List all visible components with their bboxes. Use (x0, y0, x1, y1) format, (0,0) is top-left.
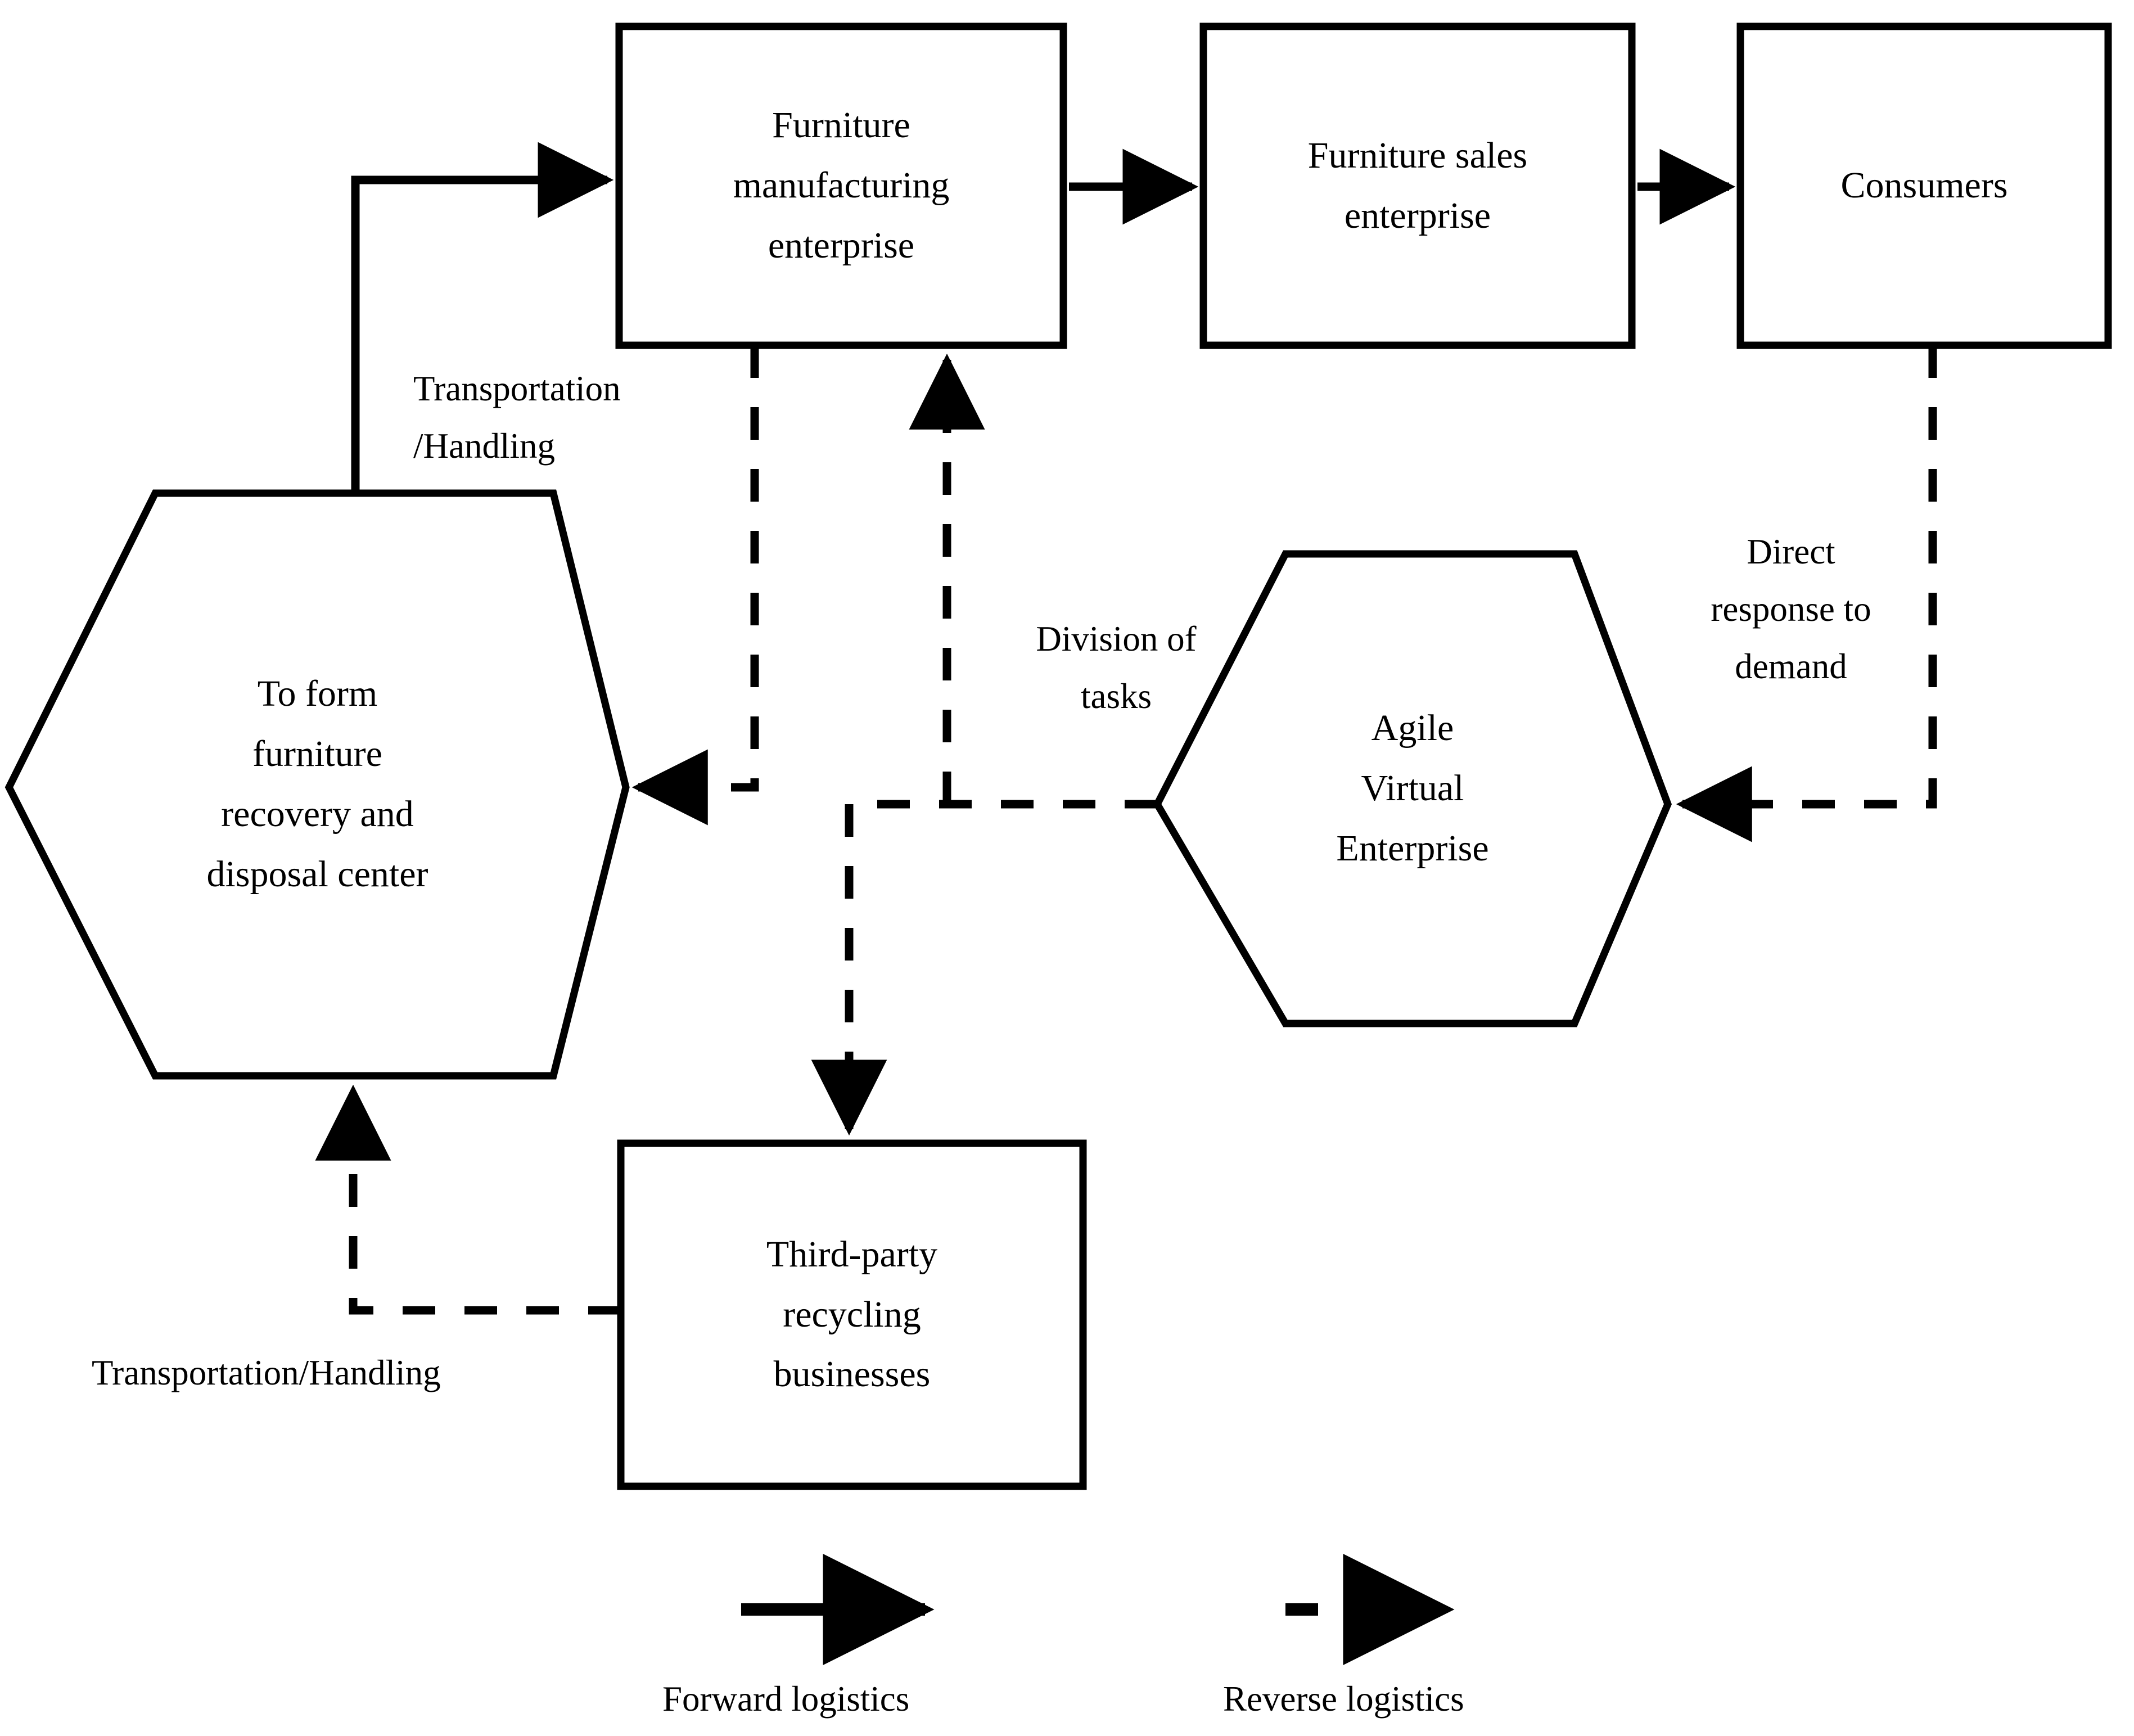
node-line: Furniture sales (1307, 134, 1528, 176)
node-line: enterprise (1344, 195, 1491, 236)
node-line: recycling (783, 1293, 921, 1335)
node-line: furniture (252, 733, 382, 775)
node-line: enterprise (768, 224, 915, 266)
node-line: businesses (773, 1354, 931, 1395)
edge-recycling-to-recovery (315, 1084, 621, 1315)
edge-label-line: Division of (1036, 619, 1197, 659)
edge-label-line: Transportation (413, 369, 621, 408)
node-line: To form (257, 673, 378, 715)
edge-label-line: Direct (1747, 532, 1835, 571)
node-line: disposal center (206, 853, 428, 895)
node-line: Consumers (1840, 165, 2008, 206)
node-line: Third-party (766, 1233, 938, 1275)
edge-label-line: tasks (1081, 677, 1152, 716)
edge-label-line: response to (1711, 589, 1871, 629)
edge-label-direct-response-to-demand: Direct response to demand (1664, 523, 1918, 695)
node-label-furniture-sales-enterprise: Furniture sales enterprise (1203, 26, 1632, 345)
node-line: Furniture (772, 105, 910, 146)
edge-label-line: Transportation/Handling (92, 1353, 441, 1392)
edge-label-line: /Handling (413, 426, 555, 466)
legend-label-reverse-logistics: Reverse logistics (1223, 1679, 1464, 1720)
node-line: manufacturing (733, 165, 950, 206)
node-line: Enterprise (1336, 827, 1489, 869)
edge-label-division-of-tasks: Division of tasks (987, 610, 1246, 725)
node-line: Agile (1371, 707, 1454, 749)
edge-label-line: demand (1735, 647, 1847, 687)
edge-label-transportation-handling-upper: Transportation /Handling (413, 360, 768, 475)
node-label-third-party-recycling-businesses: Third-party recycling businesses (621, 1143, 1083, 1486)
node-line: Virtual (1361, 768, 1464, 809)
legend-label-forward-logistics: Forward logistics (662, 1679, 909, 1720)
edge-label-transportation-handling-lower: Transportation/Handling (92, 1344, 626, 1401)
node-line: recovery and (221, 793, 414, 835)
node-label-consumers: Consumers (1740, 26, 2108, 345)
node-label-recovery-disposal-center: To form furniture recovery and disposal … (9, 493, 626, 1076)
node-label-furniture-manufacturing-enterprise: Furniture manufacturing enterprise (619, 26, 1063, 345)
legend-text: Forward logistics (662, 1679, 910, 1719)
node-label-agile-virtual-enterprise: Agile Virtual Enterprise (1157, 554, 1668, 1023)
legend-text: Reverse logistics (1223, 1679, 1464, 1719)
